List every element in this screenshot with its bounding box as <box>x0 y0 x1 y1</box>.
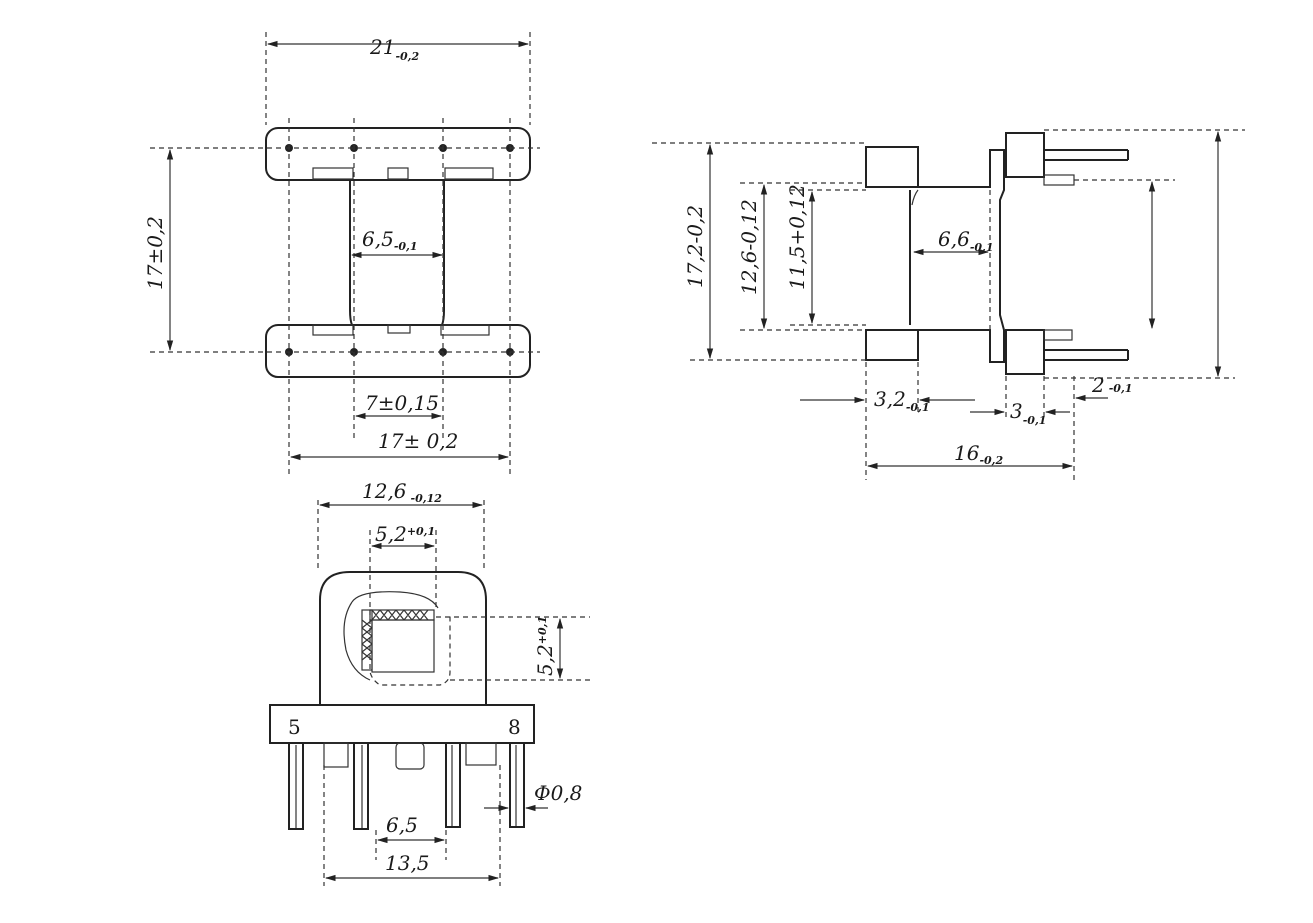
side-core <box>866 149 1005 363</box>
hole-width-tol: +0,1 <box>407 525 435 538</box>
svg-text:5,2+0,1: 5,2+0,1 <box>375 522 435 546</box>
svg-text:2-0,1: 2 -0,1 <box>1091 373 1132 397</box>
core-width-value: 6,5 <box>362 227 394 251</box>
side-window-label: 11,5+0,12 <box>785 184 809 290</box>
side-core-tol: -0,1 <box>970 241 994 254</box>
core-width-tol: -0,1 <box>394 240 418 253</box>
front-width-value: 12,6 <box>362 479 407 503</box>
front-base <box>269 704 535 744</box>
pin-len-value: 2 <box>1091 373 1105 397</box>
hole-width-value: 5,2 <box>375 522 407 546</box>
top-flange <box>265 127 531 181</box>
flange-thick-tol: -0,1 <box>906 401 930 414</box>
top-height-label: 17±0,2 <box>143 216 167 290</box>
core-body <box>349 180 445 326</box>
front-width-tol: -0,12 <box>411 492 443 505</box>
side-flange-inner-label: 12,6-0,12 <box>737 199 761 295</box>
pin-len-tol: -0,1 <box>1109 382 1133 395</box>
flange-thick-value: 3,2 <box>874 387 906 411</box>
side-height-label: 17,2-0,2 <box>683 205 707 288</box>
depth-tol: -0,2 <box>979 454 1003 467</box>
pin-offset-value: 3 <box>1010 399 1023 423</box>
svg-text:3-0,1: 3-0,1 <box>1010 399 1046 427</box>
pin-diameter-label: Ф0,8 <box>534 781 582 805</box>
hole-height-tol: +0,1 <box>536 616 549 644</box>
inner-span-label: 6,5 <box>386 813 418 837</box>
svg-text:12,6-0,12: 12,6 -0,12 <box>362 479 442 505</box>
side-core-value: 6,6 <box>938 227 970 251</box>
outer-span-label: 13,5 <box>385 851 430 875</box>
top-view: 21-0,2 17±0,2 6,5-0,1 7±0,15 17± 0,2 <box>143 32 540 478</box>
svg-text:6,6-0,1: 6,6-0,1 <box>938 227 994 254</box>
svg-text:6,5-0,1: 6,5-0,1 <box>362 227 418 253</box>
pin-span-label: 17± 0,2 <box>378 429 458 453</box>
svg-text:16-0,2: 16-0,2 <box>954 441 1004 467</box>
front-body <box>319 571 487 705</box>
svg-text:3,2-0,1: 3,2-0,1 <box>874 387 930 414</box>
pin-label-left: 5 <box>288 715 301 739</box>
svg-text:5,2+0,1: 5,2+0,1 <box>533 616 557 676</box>
pin-pitch-label: 7±0,15 <box>365 391 439 415</box>
pins <box>288 742 525 830</box>
front-view: 5 8 12,6-0,12 5,2+0,1 5,2+0,1 <box>269 479 590 886</box>
svg-text:21-0,2: 21-0,2 <box>369 35 420 63</box>
top-width-value: 21 <box>369 35 395 59</box>
pin-offset-tol: -0,1 <box>1023 414 1047 427</box>
pin-label-right: 8 <box>508 715 521 739</box>
hole-height-value: 5,2 <box>533 644 557 676</box>
depth-value: 16 <box>954 441 980 465</box>
side-view: 17,2-0,2 12,6-0,12 11,5+0,12 6,6-0,1 3,2… <box>652 129 1245 480</box>
top-width-tol: -0,2 <box>395 50 419 63</box>
